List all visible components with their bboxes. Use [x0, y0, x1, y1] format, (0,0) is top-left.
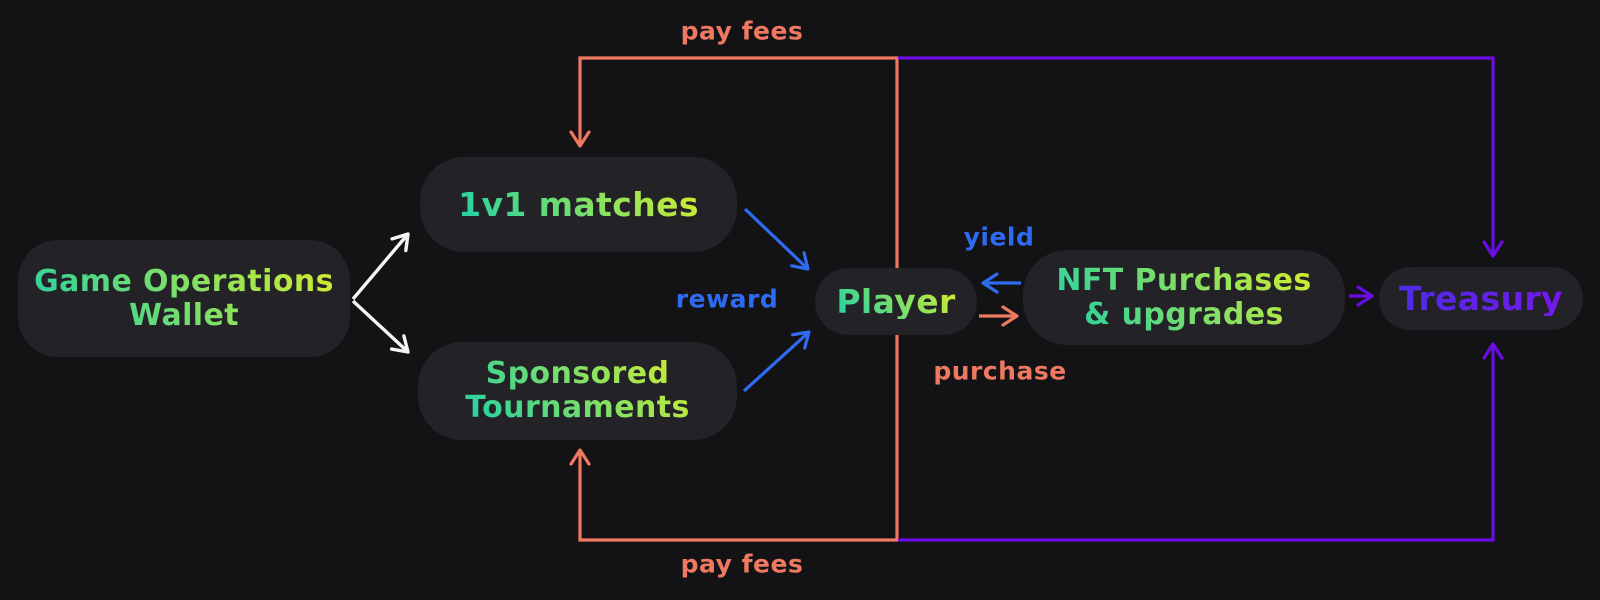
node-label-line: Player: [836, 281, 956, 321]
node-1v1-matches: 1v1 matches: [420, 157, 737, 252]
node-treasury: Treasury: [1379, 267, 1583, 330]
edge-label-reward: reward: [675, 284, 779, 314]
node-1v1-matches-label: 1v1 matches: [458, 188, 699, 222]
node-label-line: 1v1 matches: [458, 184, 699, 224]
edge-sponsored-reward-to-player: [742, 330, 811, 393]
node-player: Player: [815, 268, 977, 335]
edge-player-pay-fees-to-1v1: [569, 56, 899, 268]
edge-label-purchase: purchase: [933, 356, 1067, 386]
edge-fees-to-treasury-top: [898, 56, 1504, 258]
node-game-operations-wallet-label: Game Operations Wallet: [34, 265, 334, 333]
node-sponsored-tournaments-label: Sponsored Tournaments: [465, 357, 689, 425]
edge-player-pay-fees-to-sponsored: [569, 335, 899, 542]
node-label-line: Sponsored: [485, 356, 670, 391]
edge-wallet-to-sponsored: [351, 299, 410, 354]
node-nft-purchases-upgrades: NFT Purchases & upgrades: [1023, 250, 1345, 345]
node-treasury-label: Treasury: [1399, 282, 1563, 316]
edge-1v1-reward-to-player: [743, 207, 810, 271]
node-sponsored-tournaments: Sponsored Tournaments: [418, 342, 737, 440]
node-game-operations-wallet: Game Operations Wallet: [18, 240, 350, 357]
edge-label-yield: yield: [963, 222, 1035, 252]
edge-fees-to-treasury-bottom: [898, 342, 1504, 542]
node-nft-purchases-upgrades-label: NFT Purchases & upgrades: [1056, 264, 1311, 332]
edge-label-pay-fees-top: pay fees: [680, 16, 804, 46]
node-label-line: Wallet: [129, 297, 239, 333]
node-player-label: Player: [836, 285, 955, 319]
edge-wallet-to-1v1: [351, 232, 410, 301]
node-label-line: Tournaments: [465, 390, 690, 425]
node-label-line: Game Operations: [34, 263, 334, 299]
edge-label-pay-fees-bottom: pay fees: [680, 549, 804, 579]
node-label-line: & upgrades: [1084, 296, 1284, 332]
node-label-line: Treasury: [1399, 278, 1563, 318]
node-label-line: NFT Purchases: [1056, 262, 1312, 298]
